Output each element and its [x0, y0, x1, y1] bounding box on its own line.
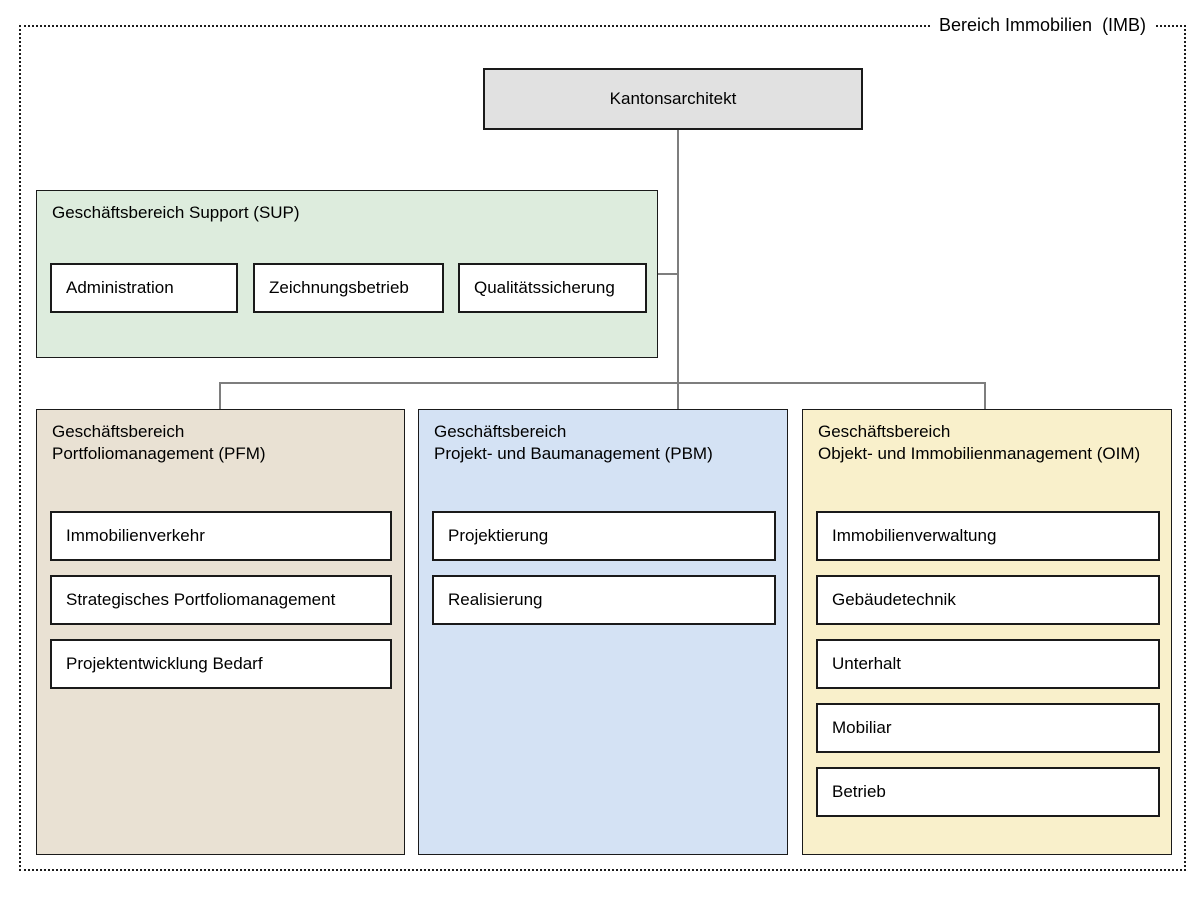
unit-gebaeudetechnik: Gebäudetechnik — [816, 575, 1160, 625]
title-line-1: Geschäftsbereich — [52, 422, 185, 441]
unit-label: Zeichnungsbetrieb — [269, 278, 409, 297]
group-pbm: Geschäftsbereich Projekt- und Baumanagem… — [418, 409, 788, 855]
unit-label: Unterhalt — [832, 654, 901, 673]
unit-realisierung: Realisierung — [432, 575, 776, 625]
frame-title: Bereich Immobilien (IMB) — [930, 14, 1156, 37]
unit-strategisches-portfoliomanagement: Strategisches Portfoliomanagement — [50, 575, 392, 625]
unit-label: Strategisches Portfoliomanagement — [66, 590, 336, 609]
unit-immobilienverwaltung: Immobilienverwaltung — [816, 511, 1160, 561]
unit-immobilienverkehr: Immobilienverkehr — [50, 511, 392, 561]
connector-drop-oim — [984, 383, 986, 410]
connector-support-branch — [657, 273, 678, 275]
dashed-frame — [19, 25, 1186, 871]
unit-qualitaetssicherung: Qualitätssicherung — [458, 263, 647, 313]
unit-label: Administration — [66, 278, 174, 297]
group-pbm-title: Geschäftsbereich Projekt- und Baumanagem… — [434, 421, 713, 465]
unit-betrieb: Betrieb — [816, 767, 1160, 817]
unit-label: Qualitätssicherung — [474, 278, 615, 297]
title-line-2: Objekt- und Immobilienmanagement (OIM) — [818, 444, 1141, 463]
unit-administration: Administration — [50, 263, 238, 313]
connector-drop-pfm — [219, 383, 221, 410]
unit-mobiliar: Mobiliar — [816, 703, 1160, 753]
connector-divisions-horizontal — [219, 382, 986, 384]
unit-label: Betrieb — [832, 782, 886, 801]
title-line-1: Geschäftsbereich — [818, 422, 951, 441]
unit-label: Projektentwicklung Bedarf — [66, 654, 263, 673]
group-pfm: Geschäftsbereich Portfoliomanagement (PF… — [36, 409, 405, 855]
title-line-2: Portfoliomanagement (PFM) — [52, 444, 266, 463]
group-pfm-title: Geschäftsbereich Portfoliomanagement (PF… — [52, 421, 266, 465]
unit-label: Mobiliar — [832, 718, 892, 737]
connector-root-vertical — [677, 130, 679, 410]
group-oim: Geschäftsbereich Objekt- und Immobilienm… — [802, 409, 1172, 855]
kantonsarchitekt-label: Kantonsarchitekt — [609, 89, 737, 108]
kantonsarchitekt-box: Kantonsarchitekt — [483, 68, 863, 130]
unit-label: Realisierung — [448, 590, 543, 609]
unit-projektierung: Projektierung — [432, 511, 776, 561]
unit-label: Immobilienverwaltung — [832, 526, 997, 545]
title-line-1: Geschäftsbereich — [434, 422, 567, 441]
unit-label: Gebäudetechnik — [832, 590, 956, 609]
unit-zeichnungsbetrieb: Zeichnungsbetrieb — [253, 263, 444, 313]
title-line-2: Projekt- und Baumanagement (PBM) — [434, 444, 713, 463]
unit-projektentwicklung-bedarf: Projektentwicklung Bedarf — [50, 639, 392, 689]
group-support-title: Geschäftsbereich Support (SUP) — [52, 203, 300, 222]
group-support: Geschäftsbereich Support (SUP) Administr… — [36, 190, 658, 358]
unit-label: Immobilienverkehr — [66, 526, 205, 545]
unit-label: Projektierung — [448, 526, 549, 545]
group-oim-title: Geschäftsbereich Objekt- und Immobilienm… — [818, 421, 1140, 465]
unit-unterhalt: Unterhalt — [816, 639, 1160, 689]
